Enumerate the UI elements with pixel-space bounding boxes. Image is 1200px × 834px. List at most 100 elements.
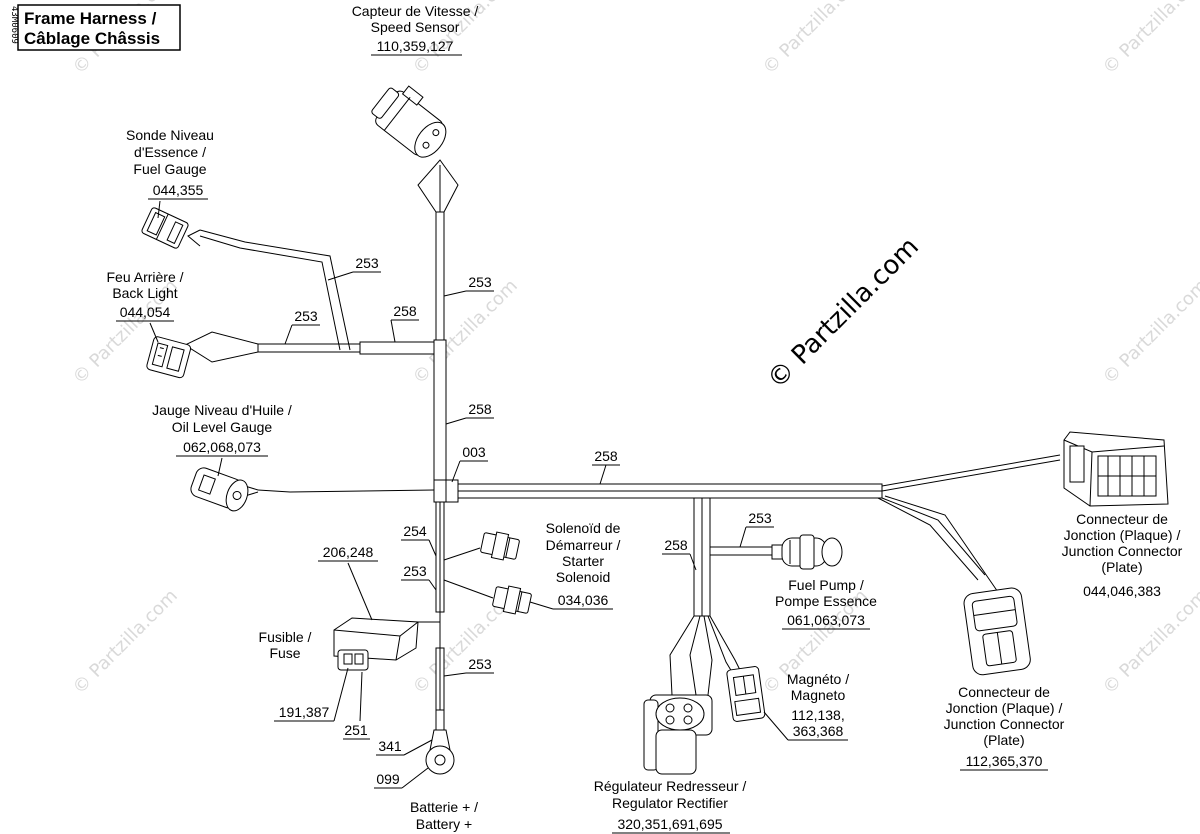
label-junction-right: Connecteur de Jonction (Plaque) / Juncti… — [1062, 511, 1183, 599]
junction-connector-plate-right — [1063, 431, 1169, 507]
label-magneto: Magnéto / Magneto 112,138, 363,368 — [763, 671, 849, 741]
oil-gauge-line-2: Oil Level Gauge — [172, 419, 273, 435]
branch-258-back — [359, 341, 435, 355]
wire-callout: 258 — [393, 303, 417, 319]
speed-sensor-connector — [371, 85, 447, 158]
watermark: © Partzilla.com — [409, 275, 522, 388]
regulator-ref: 320,351,691,695 — [617, 816, 722, 832]
wire-callout: 253 — [468, 274, 492, 290]
fuse-ref-top: 206,248 — [323, 544, 374, 560]
drawing-code: 43M0609 — [9, 6, 19, 44]
branch-253-pump — [709, 546, 775, 556]
label-oil-gauge: Jauge Niveau d'Huile / Oil Level Gauge 0… — [152, 402, 292, 477]
starter-solenoid-line-2: Démarreur / — [546, 537, 621, 553]
harness-wires — [183, 159, 1061, 775]
label-fuel-gauge: Sonde Niveau d'Essence / Fuel Gauge 044,… — [126, 127, 214, 219]
starter-solenoid-ref: 034,036 — [558, 592, 609, 608]
junction-mid-line-2: Jonction (Plaque) / — [946, 700, 1063, 716]
regulator-line-1: Régulateur Redresseur / — [594, 778, 747, 794]
label-junction-mid: Connecteur de Jonction (Plaque) / Juncti… — [944, 684, 1065, 771]
starter-solenoid-connectors — [480, 531, 532, 615]
watermark: © Partzilla.com — [69, 585, 182, 698]
fuel-gauge-line-1: Sonde Niveau — [126, 127, 214, 143]
label-back-light: Feu Arrière / Back Light 044,054 — [106, 269, 184, 343]
magneto-ref-1: 112,138, — [791, 707, 844, 723]
watermark-layer: © Partzilla.com © Partzilla.com © Partzi… — [69, 0, 1200, 699]
battery-line-1: Batterie + / — [410, 799, 478, 815]
trunk-mid — [433, 339, 447, 481]
junction-right-line-4: (Plate) — [1101, 559, 1142, 575]
junction-right-line-3: Junction Connector — [1062, 543, 1183, 559]
fuel-gauge-line-3: Fuel Gauge — [133, 161, 206, 177]
magneto-line-2: Magneto — [791, 687, 846, 703]
wire-callout: 258 — [468, 401, 492, 417]
wire-callout: 258 — [664, 537, 688, 553]
watermark: © Partzilla.com — [1099, 585, 1200, 698]
fuel-pump-line-1: Fuel Pump / — [788, 577, 864, 593]
fuse-ref-a: 191,387 — [279, 704, 330, 720]
oil-gauge-line-1: Jauge Niveau d'Huile / — [152, 402, 292, 418]
fuse-line-1: Fusible / — [259, 629, 312, 645]
wire-callout: 003 — [462, 444, 486, 460]
battery-ref-a: 341 — [378, 738, 402, 754]
trunk-upper — [435, 211, 445, 341]
label-battery: 341 099 Batterie + / Battery + — [374, 738, 478, 832]
label-speed-sensor: Capteur de Vitesse / Speed Sensor 110,35… — [352, 3, 479, 56]
label-fuel-pump: Fuel Pump / Pompe Essence 061,063,073 — [775, 577, 877, 630]
junction-right-ref: 044,046,383 — [1083, 583, 1161, 599]
wire-callout: 253 — [294, 308, 318, 324]
junction-mid-line-3: Junction Connector — [944, 716, 1065, 732]
label-fuse: 206,248 Fusible / Fuse 191,387 251 — [259, 544, 378, 740]
junction-connector-plate-mid — [963, 587, 1031, 676]
branch-253-back — [257, 343, 361, 353]
fuel-gauge-connector — [141, 207, 189, 249]
oil-gauge-ref: 062,068,073 — [183, 439, 261, 455]
starter-solenoid-line-1: Solenoïd de — [546, 520, 621, 536]
speed-sensor-line-1: Capteur de Vitesse / — [352, 3, 479, 19]
regulator-connector — [643, 694, 713, 775]
fuel-gauge-ref: 044,355 — [153, 182, 204, 198]
fuel-pump-ref: 061,063,073 — [787, 612, 865, 628]
watermark: © Partzilla.com — [1099, 275, 1200, 388]
starter-solenoid-line-3: Starter — [562, 553, 604, 569]
oil-gauge-connector — [190, 467, 249, 512]
wire-callout: 253 — [748, 510, 772, 526]
regulator-line-2: Regulator Rectifier — [612, 795, 728, 811]
wire-callout: 254 — [403, 523, 427, 539]
junction-mid-line-4: (Plate) — [983, 732, 1024, 748]
junction-mid-line-1: Connecteur de — [958, 684, 1050, 700]
wire-callout: 253 — [355, 255, 379, 271]
label-starter-solenoid: Solenoïd de Démarreur / Starter Solenoid… — [529, 520, 621, 610]
back-light-line-2: Back Light — [112, 285, 177, 301]
magneto-line-1: Magnéto / — [787, 671, 849, 687]
fuse-line-2: Fuse — [269, 645, 300, 661]
battery-ref-b: 099 — [376, 771, 400, 787]
title-box: Frame Harness / Câblage Châssis — [17, 4, 181, 51]
fuel-gauge-line-2: d'Essence / — [134, 144, 206, 160]
wire-callouts: 253 253 253 258 258 003 258 254 253 253 … — [284, 255, 774, 677]
starter-solenoid-line-4: Solenoid — [556, 569, 611, 585]
magneto-ref-2: 363,368 — [793, 723, 844, 739]
junction-mid-ref: 112,365,370 — [966, 753, 1043, 769]
title-line-2: Câblage Châssis — [24, 29, 160, 48]
speed-sensor-ref: 110,359,127 — [377, 38, 454, 54]
fuel-pump-connector — [771, 534, 843, 570]
watermark: © Partzilla.com — [759, 0, 872, 79]
watermark-main: © Partzilla.com — [762, 232, 925, 395]
junction-right-line-1: Connecteur de — [1076, 511, 1168, 527]
fuse-ref-b: 251 — [344, 722, 368, 738]
speed-sensor-line-2: Speed Sensor — [371, 19, 460, 35]
wire-callout: 253 — [468, 656, 492, 672]
magneto-connector — [726, 666, 766, 722]
back-light-connector — [146, 336, 192, 379]
back-light-line-1: Feu Arrière / — [106, 269, 183, 285]
title-line-1: Frame Harness / — [24, 9, 157, 28]
label-regulator: Régulateur Redresseur / Regulator Rectif… — [594, 778, 747, 834]
title-border — [17, 4, 181, 51]
watermark: © Partzilla.com — [1099, 0, 1200, 79]
fuel-pump-line-2: Pompe Essence — [775, 593, 877, 609]
wire-callout: 253 — [403, 563, 427, 579]
fuse-holder — [333, 617, 419, 671]
wire-callout: 258 — [594, 448, 618, 464]
